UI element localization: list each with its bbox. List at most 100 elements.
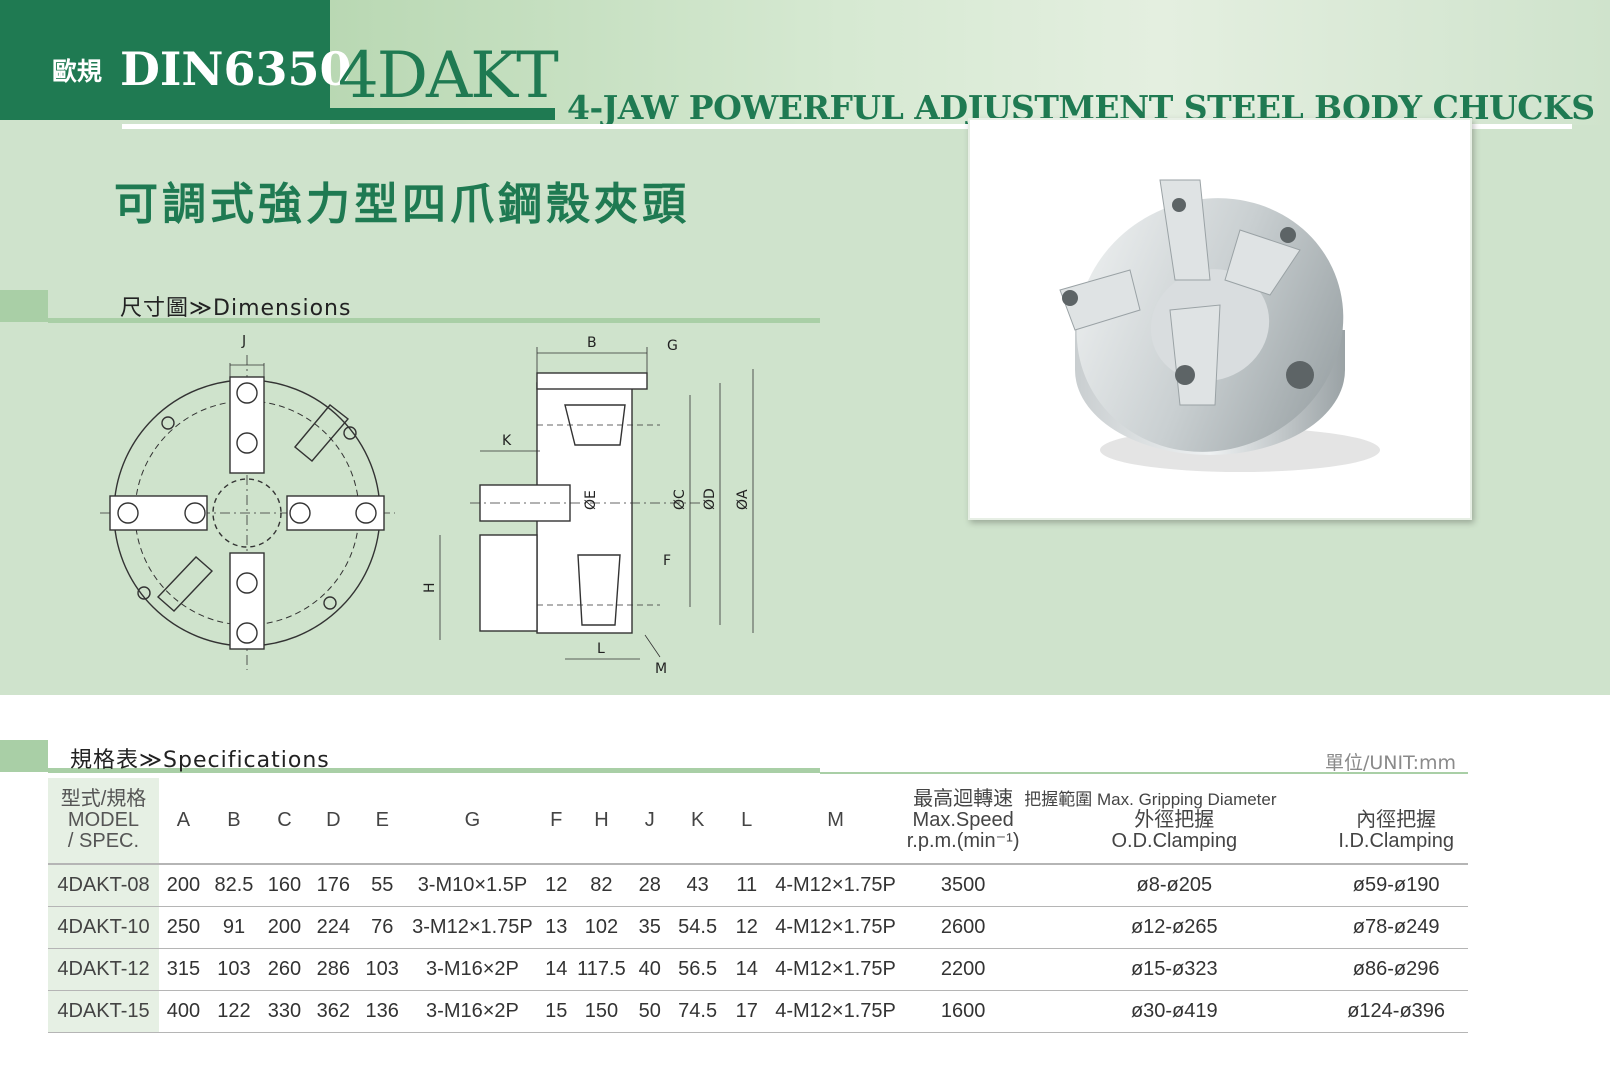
product-photo-frame: [968, 118, 1472, 520]
cell-f: 12: [538, 864, 575, 907]
cell-j: 50: [628, 990, 671, 1033]
dim-label-g: G: [667, 338, 678, 354]
cell-id: ø124-ø396: [1324, 990, 1468, 1033]
dim-label-j: J: [241, 335, 246, 349]
cell-g: 3-M16×2P: [406, 948, 539, 991]
dimensions-tab: [0, 290, 48, 322]
cell-speed: 2200: [901, 948, 1025, 991]
dim-label-e: ØE: [583, 490, 599, 510]
cell-g: 3-M16×2P: [406, 990, 539, 1033]
cell-h: 150: [574, 990, 629, 1033]
cell-speed: 1600: [901, 990, 1025, 1033]
id-header: 內徑把握 I.D.Clamping: [1324, 778, 1468, 865]
dim-label-m: M: [655, 661, 667, 677]
title-cn: 可調式強力型四爪鋼殼夾頭: [114, 179, 690, 230]
model-title: 4DAKT: [338, 39, 559, 113]
cell-e: 55: [357, 864, 407, 907]
dimensions-rule: [48, 318, 820, 323]
cell-speed: 2600: [901, 906, 1025, 949]
cell-od: ø12-ø265: [1024, 906, 1325, 949]
cell-a: 400: [158, 990, 208, 1033]
dim-label-d: ØD: [702, 488, 718, 510]
cell-m: 4-M12×1.75P: [769, 990, 902, 1033]
specifications-label: 規格表≫Specifications: [70, 748, 330, 773]
cell-speed: 3500: [901, 864, 1025, 907]
cell-od: ø8-ø205: [1024, 864, 1325, 907]
brand-cn: 歐規: [52, 57, 103, 86]
col-header-g: G: [406, 778, 539, 865]
cell-a: 200: [158, 864, 208, 907]
cell-m: 4-M12×1.75P: [769, 948, 902, 991]
cell-d: 286: [308, 948, 358, 991]
col-header-m: M: [769, 778, 902, 865]
grip-header: 把握範圍 Max. Gripping Diameter: [1024, 790, 1277, 809]
col-header-c: C: [260, 778, 309, 865]
model-header: 型式/規格 MODEL / SPEC.: [48, 778, 159, 865]
cell-b: 122: [207, 990, 261, 1033]
cell-c: 260: [260, 948, 309, 991]
cell-d: 224: [308, 906, 358, 949]
cell-od: ø30-ø419: [1024, 990, 1325, 1033]
dimension-drawing: J B G K ØE ØC ØD ØA F H L M: [100, 335, 754, 677]
cell-b: 103: [207, 948, 261, 991]
dim-label-c: ØC: [672, 489, 688, 510]
cell-k: 74.5: [670, 990, 725, 1033]
cell-g: 3-M12×1.75P: [406, 906, 539, 949]
od-header: 把握範圍 Max. Gripping Diameter 外徑把握 O.D.Cla…: [1024, 778, 1325, 865]
cell-j: 35: [628, 906, 671, 949]
cell-g: 3-M10×1.5P: [406, 864, 539, 907]
col-header-l: L: [724, 778, 770, 865]
col-header-b: B: [207, 778, 261, 865]
col-header-k: K: [670, 778, 725, 865]
cell-f: 15: [538, 990, 575, 1033]
cell-m: 4-M12×1.75P: [769, 864, 902, 907]
cell-f: 13: [538, 906, 575, 949]
cell-b: 82.5: [207, 864, 261, 907]
dim-label-b: B: [587, 335, 597, 351]
col-header-j: J: [628, 778, 671, 865]
cell-d: 176: [308, 864, 358, 907]
cell-id: ø78-ø249: [1324, 906, 1468, 949]
cell-m: 4-M12×1.75P: [769, 906, 902, 949]
cell-c: 160: [260, 864, 309, 907]
cell-k: 54.5: [670, 906, 725, 949]
spec-table: 型式/規格 MODEL / SPEC. A B C D E G F H J K …: [48, 778, 1468, 1033]
cell-a: 250: [158, 906, 208, 949]
cell-c: 200: [260, 906, 309, 949]
cell-d: 362: [308, 990, 358, 1033]
cell-j: 40: [628, 948, 671, 991]
brand-block: 歐規 DIN6350: [0, 0, 351, 120]
col-header-d: D: [308, 778, 358, 865]
cell-l: 17: [724, 990, 770, 1033]
cell-model: 4DAKT-10: [48, 906, 159, 949]
cell-e: 103: [357, 948, 407, 991]
unit-label: 單位/UNIT:mm: [1325, 752, 1457, 774]
col-header-f: F: [538, 778, 575, 865]
cell-j: 28: [628, 864, 671, 907]
dim-label-l: L: [597, 641, 605, 657]
cell-l: 12: [724, 906, 770, 949]
cell-h: 82: [574, 864, 629, 907]
cell-c: 330: [260, 990, 309, 1033]
specifications-rule: [48, 768, 820, 773]
header-divider: [122, 124, 1572, 129]
cell-k: 56.5: [670, 948, 725, 991]
dim-label-a: ØA: [735, 489, 751, 510]
speed-header: 最高迴轉速 Max.Speed r.p.m.(min⁻¹): [901, 778, 1025, 865]
dimensions-label: 尺寸圖≫Dimensions: [120, 296, 352, 321]
cell-h: 102: [574, 906, 629, 949]
table-header-row: 型式/規格 MODEL / SPEC. A B C D E G F H J K …: [48, 778, 1468, 865]
cell-f: 14: [538, 948, 575, 991]
col-header-a: A: [158, 778, 208, 865]
cell-l: 11: [724, 864, 770, 907]
cell-l: 14: [724, 948, 770, 991]
cell-e: 76: [357, 906, 407, 949]
cell-h: 117.5: [574, 948, 629, 991]
col-header-e: E: [357, 778, 407, 865]
model-underline: [330, 108, 555, 120]
col-header-h: H: [574, 778, 629, 865]
